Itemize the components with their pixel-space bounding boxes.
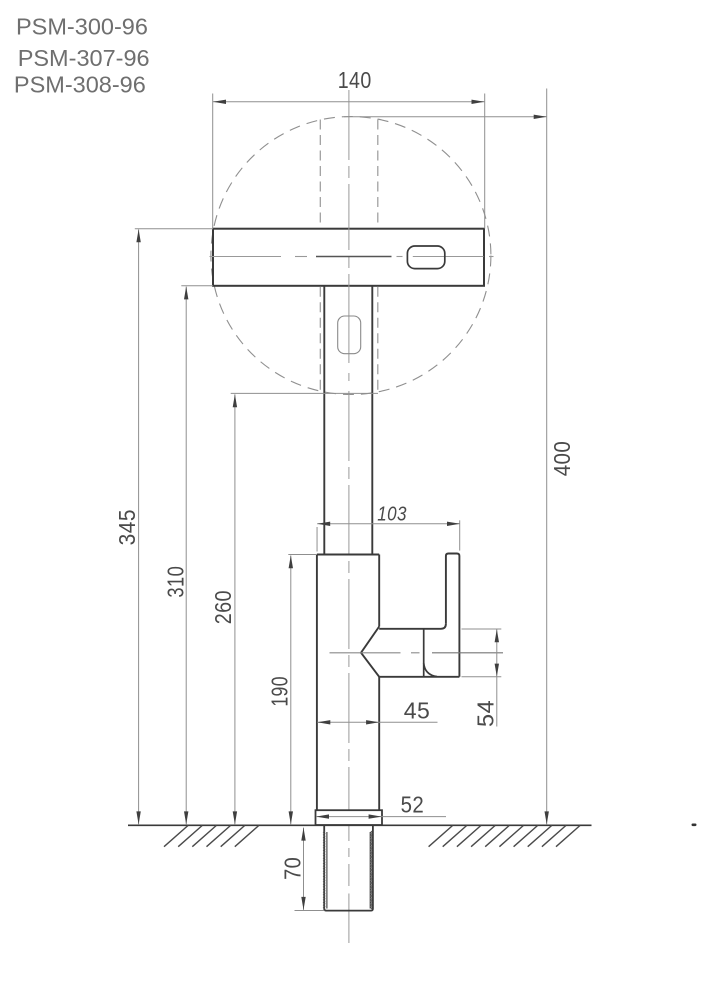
- svg-text:140: 140: [338, 66, 372, 93]
- svg-text:PSM-300-96: PSM-300-96: [16, 13, 148, 39]
- svg-text:190: 190: [267, 676, 293, 707]
- svg-text:400: 400: [549, 441, 576, 477]
- svg-text:260: 260: [209, 590, 236, 624]
- svg-text:310: 310: [163, 566, 189, 598]
- svg-text:PSM-307-96: PSM-307-96: [18, 45, 150, 71]
- svg-text:345: 345: [114, 509, 140, 545]
- svg-text:70: 70: [279, 857, 306, 880]
- svg-text:PSM-308-96: PSM-308-96: [14, 72, 146, 98]
- svg-text:103: 103: [377, 502, 407, 525]
- svg-text:45: 45: [404, 697, 431, 723]
- svg-text:52: 52: [401, 791, 425, 818]
- svg-text:54: 54: [472, 700, 498, 727]
